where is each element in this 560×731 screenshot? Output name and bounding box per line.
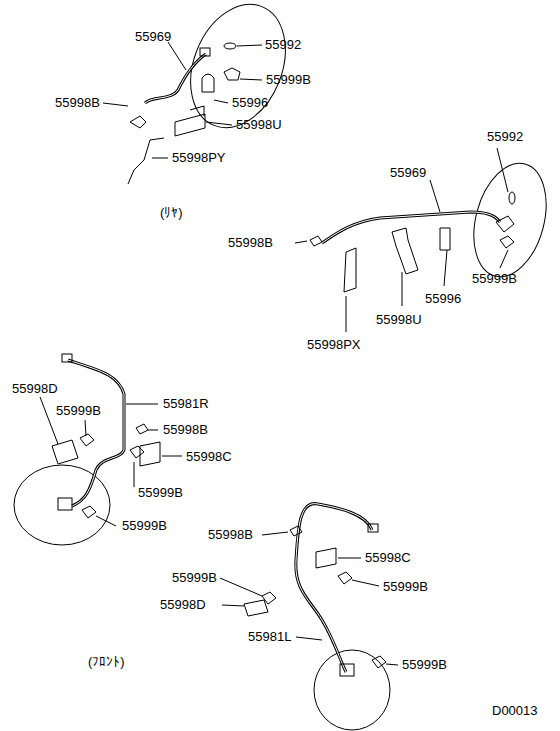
bolt [262,572,386,668]
callout-number: 55998B [228,235,273,251]
callout-number: 55998PX [307,337,361,353]
callout-number: 55998B [55,95,100,111]
figure-code: D00013 [492,703,538,719]
detail-circle [314,650,390,730]
clip [440,228,450,250]
callout-number: 55999B [56,403,101,419]
callout-number: 55998B [208,527,253,543]
callout-number: 55969 [390,165,426,181]
clip [310,236,322,246]
callout-number: 55996 [232,95,268,111]
connector [62,354,72,362]
clip [136,424,148,434]
detail-circle [173,0,303,142]
wire-harness [296,504,372,672]
callout-number: 55998C [365,550,411,566]
bolt [496,216,514,248]
bracket [175,106,205,136]
callout-number: 55999B [383,579,428,595]
sensor-end [200,48,210,56]
callout-number: 55998U [376,312,422,328]
clip [130,116,146,128]
bracket [344,248,356,292]
callout-number: 55999B [172,570,217,586]
sensor [58,498,72,510]
bracket [316,548,336,568]
callout-number: 55999B [138,485,183,501]
detail-circle [14,465,110,545]
callout-number: 55998C [186,449,232,465]
callout-number: 55981R [163,396,209,412]
view-caption: (ﾘﾔ) [160,205,183,221]
callout-number: 55998PY [172,150,226,166]
callout-number: 55992 [487,129,523,145]
wire-harness [68,360,124,506]
bracket [140,442,160,466]
detail-circle [462,155,558,285]
bracket [52,440,78,464]
callout-number: 55969 [135,29,171,45]
leader-line [295,148,508,332]
wire-harness [145,54,206,103]
wire-harness [322,212,500,243]
bracket [392,228,418,274]
bracket [128,138,164,184]
o-ring [224,43,236,49]
callout-number: 55999B [266,72,311,88]
callout-number: 55992 [265,37,301,53]
clip [290,526,302,536]
callout-number: 55998U [236,117,282,133]
callout-number: 55999B [122,518,167,534]
view-caption: (ﾌﾛﾝﾄ) [88,654,125,670]
sensor [340,664,354,676]
bolt [224,68,240,80]
callout-number: 55996 [425,291,461,307]
o-ring [509,192,515,204]
callout-number: 55999B [402,657,447,673]
bracket [244,600,268,616]
callout-number: 55981L [248,629,291,645]
leader-line [40,397,182,526]
connector [368,524,378,532]
callout-number: 55998B [163,422,208,438]
callout-number: 55998D [12,381,58,397]
clip [202,74,214,92]
callout-number: 55999B [472,271,517,287]
callout-number: 55998D [160,597,206,613]
